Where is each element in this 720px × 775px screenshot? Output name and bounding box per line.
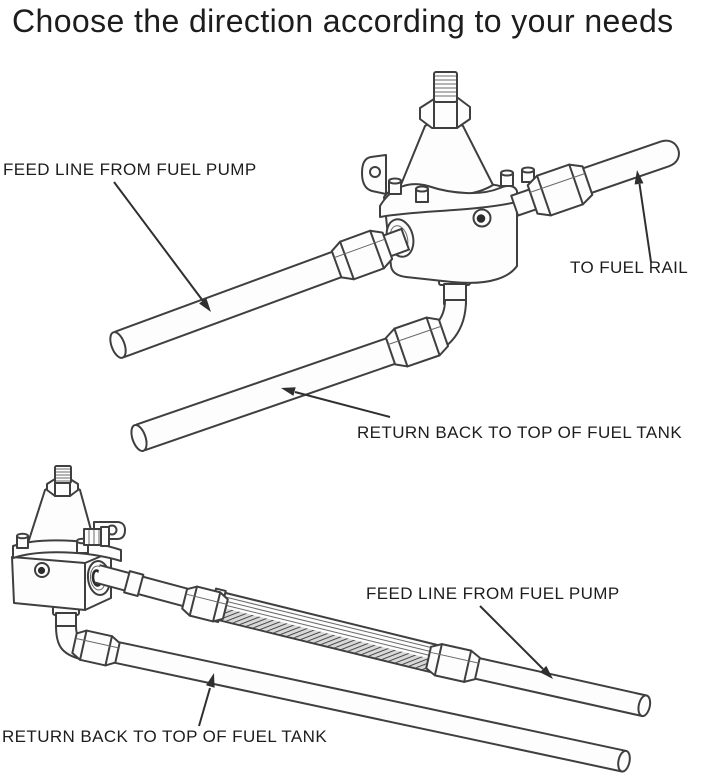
bottom-side-screw bbox=[83, 526, 110, 547]
top-inlet-fitting bbox=[330, 227, 410, 281]
top-feed-line-label: FEED LINE FROM FUEL PUMP bbox=[3, 160, 257, 179]
top-threaded-stud bbox=[433, 71, 458, 103]
top-feed-tube bbox=[109, 246, 354, 359]
page-title: Choose the direction according to your n… bbox=[12, 3, 674, 39]
top-return-fitting bbox=[384, 316, 450, 368]
bottom-diagram bbox=[11, 465, 652, 773]
bottom-return-arrow bbox=[198, 673, 215, 727]
top-return-tube bbox=[130, 335, 402, 452]
bottom-feed-fitting-1 bbox=[181, 585, 229, 623]
top-gauge-port bbox=[472, 208, 492, 228]
bottom-return-tube bbox=[106, 639, 631, 773]
top-diagram bbox=[109, 71, 680, 452]
bottom-feed-hose bbox=[94, 564, 198, 610]
bottom-feed-fitting-2 bbox=[425, 643, 481, 683]
top-return-line-label: RETURN BACK TO TOP OF FUEL TANK bbox=[357, 423, 683, 442]
top-mounting-bracket bbox=[361, 154, 387, 195]
top-flange-bolts bbox=[388, 166, 535, 203]
top-outlet-tube bbox=[575, 139, 680, 197]
bottom-threaded-stud bbox=[54, 465, 72, 484]
bottom-feed-line-label: FEED LINE FROM FUEL PUMP bbox=[366, 584, 620, 603]
top-outlet-fitting bbox=[510, 163, 594, 217]
top-feed-arrow bbox=[113, 181, 211, 312]
bottom-return-fitting bbox=[71, 629, 121, 667]
bottom-gauge-port bbox=[34, 562, 50, 578]
to-fuel-rail-label: TO FUEL RAIL bbox=[570, 258, 689, 277]
top-return-arrow bbox=[281, 387, 391, 418]
bottom-feed-arrow bbox=[479, 605, 553, 679]
bottom-return-line-label: RETURN BACK TO TOP OF FUEL TANK bbox=[2, 727, 328, 746]
bottom-feed-end-tube bbox=[469, 656, 652, 718]
top-rail-arrow bbox=[634, 170, 652, 263]
